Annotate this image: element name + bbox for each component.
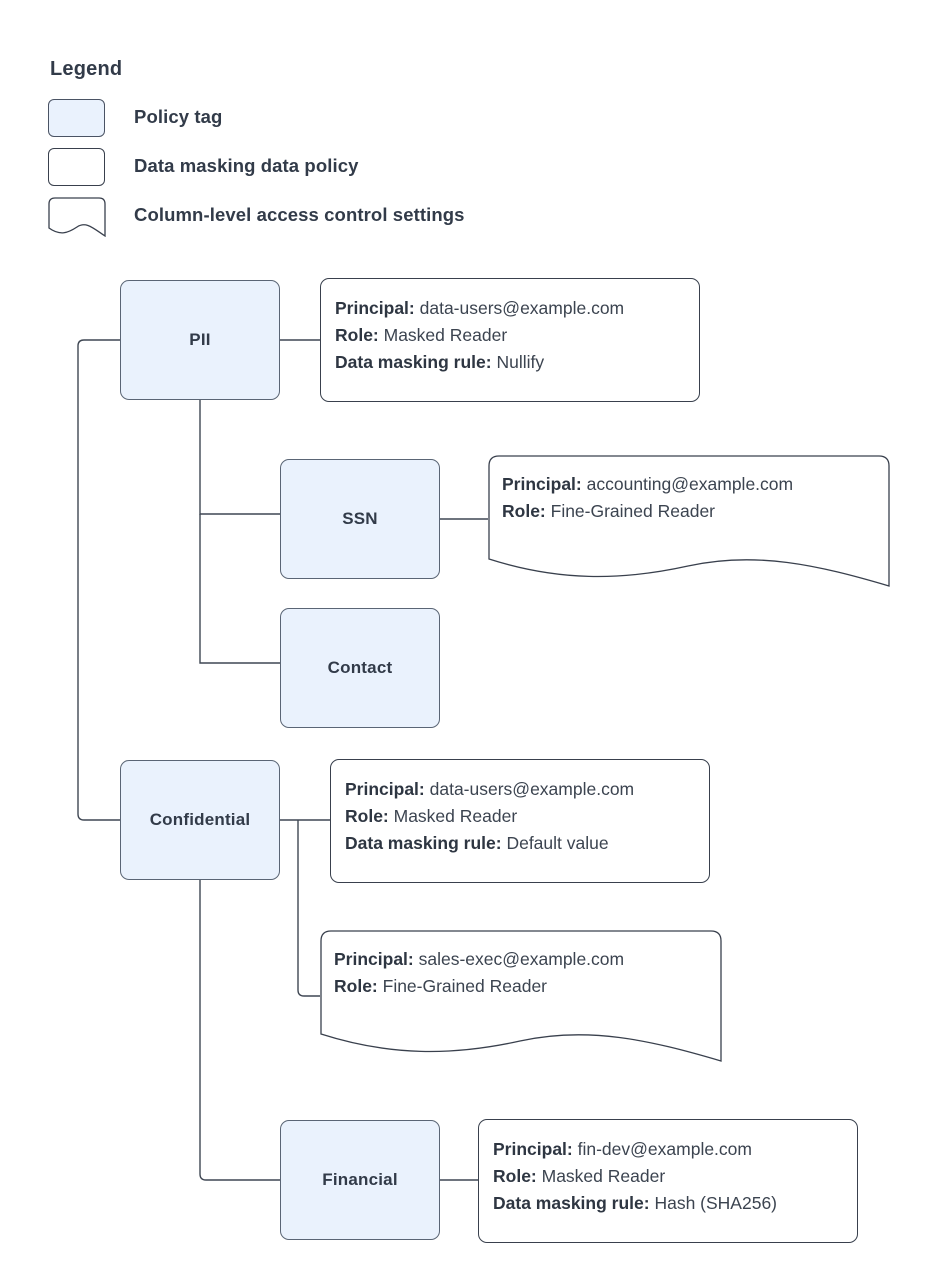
callout-line-masking-rule: Data masking rule: Hash (SHA256) (493, 1190, 857, 1217)
role-value: Masked Reader (541, 1165, 666, 1186)
legend-swatch-access-control (48, 197, 106, 238)
principal-label: Principal: (334, 949, 414, 969)
principal-value: sales-exec@example.com (418, 949, 625, 969)
legend-swatch-policy-tag (48, 99, 105, 137)
policy-tag-node-pii[interactable]: PII (120, 280, 280, 400)
principal-value: accounting@example.com (586, 474, 794, 494)
callout-line-role: Role: Masked Reader (493, 1163, 857, 1190)
policy-tag-label: PII (189, 330, 211, 349)
role-label: Role: (335, 324, 379, 345)
callout-text-block: Principal: accounting@example.com Role: … (502, 471, 793, 525)
policy-tag-node-ssn[interactable]: SSN (280, 459, 440, 579)
callout-line-principal: Principal: sales-exec@example.com (334, 946, 624, 973)
role-label: Role: (493, 1165, 537, 1186)
principal-label: Principal: (345, 779, 425, 799)
masking-rule-value: Hash (SHA256) (654, 1192, 778, 1213)
legend-swatch-data-policy (48, 148, 105, 186)
callout-line-masking-rule: Data masking rule: Nullify (335, 349, 699, 376)
policy-tag-node-contact[interactable]: Contact (280, 608, 440, 728)
callout-line-principal: Principal: accounting@example.com (502, 471, 793, 498)
callout-line-role: Role: Masked Reader (345, 803, 709, 830)
masking-rule-label: Data masking rule: (335, 351, 492, 372)
data-policy-callout-confidential: Principal: data-users@example.com Role: … (330, 759, 710, 883)
callout-line-principal: Principal: fin-dev@example.com (493, 1136, 857, 1163)
legend-label-access-control: Column-level access control settings (134, 204, 465, 225)
data-policy-callout-pii: Principal: data-users@example.com Role: … (320, 278, 700, 402)
principal-value: data-users@example.com (419, 298, 625, 318)
principal-label: Principal: (335, 298, 415, 318)
role-value: Fine-Grained Reader (382, 975, 548, 996)
role-value: Masked Reader (393, 805, 518, 826)
policy-tag-label: SSN (342, 509, 378, 528)
access-control-callout-ssn: Principal: accounting@example.com Role: … (488, 455, 890, 587)
policy-tag-label: Financial (322, 1170, 398, 1189)
callout-line-principal: Principal: data-users@example.com (335, 295, 699, 322)
role-label: Role: (345, 805, 389, 826)
policy-tag-label: Confidential (149, 810, 251, 829)
masking-rule-value: Default value (506, 832, 609, 853)
access-control-callout-confidential: Principal: sales-exec@example.com Role: … (320, 930, 722, 1062)
principal-label: Principal: (502, 474, 582, 494)
role-label: Role: (502, 500, 546, 521)
role-value: Masked Reader (383, 324, 508, 345)
principal-value: fin-dev@example.com (577, 1139, 752, 1159)
legend-label-policy-tag: Policy tag (134, 106, 223, 127)
legend-label-data-policy: Data masking data policy (134, 155, 359, 176)
role-value: Fine-Grained Reader (550, 500, 716, 521)
callout-line-masking-rule: Data masking rule: Default value (345, 830, 709, 857)
callout-line-role: Role: Masked Reader (335, 322, 699, 349)
principal-value: data-users@example.com (429, 779, 635, 799)
policy-tag-label: Contact (327, 658, 393, 677)
policy-tag-node-confidential[interactable]: Confidential (120, 760, 280, 880)
principal-label: Principal: (493, 1139, 573, 1159)
callout-line-role: Role: Fine-Grained Reader (502, 498, 793, 525)
masking-rule-label: Data masking rule: (345, 832, 502, 853)
callout-line-principal: Principal: data-users@example.com (345, 776, 709, 803)
masking-rule-label: Data masking rule: (493, 1192, 650, 1213)
callout-line-role: Role: Fine-Grained Reader (334, 973, 624, 1000)
callout-text-block: Principal: sales-exec@example.com Role: … (334, 946, 624, 1000)
policy-tag-node-financial[interactable]: Financial (280, 1120, 440, 1240)
role-label: Role: (334, 975, 378, 996)
masking-rule-value: Nullify (496, 351, 545, 372)
data-policy-callout-financial: Principal: fin-dev@example.com Role: Mas… (478, 1119, 858, 1243)
legend-title: Legend (50, 58, 123, 80)
